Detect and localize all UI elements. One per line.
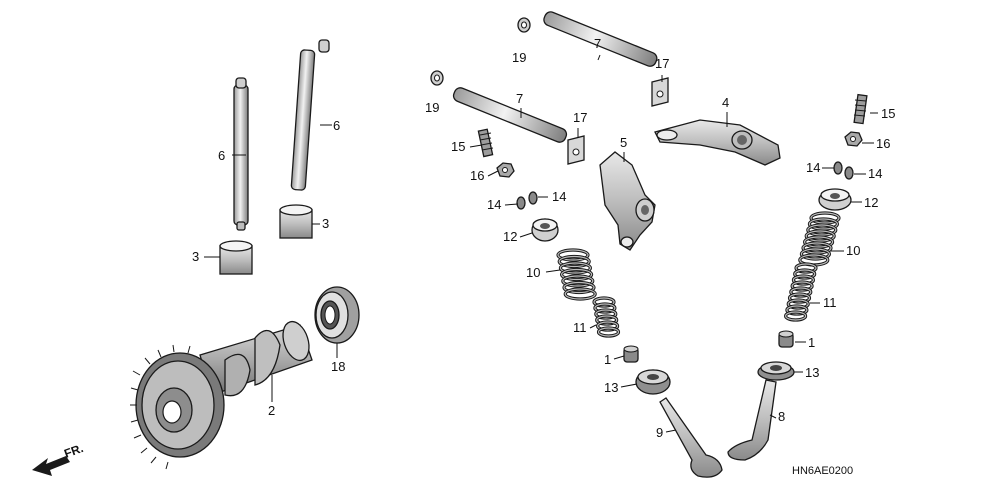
collar-lower — [219, 240, 253, 275]
callout-c14b: 14 — [552, 189, 566, 204]
adjust-screw-right — [853, 93, 868, 125]
callout-c13a: 13 — [604, 380, 618, 395]
callout-c15a: 15 — [451, 139, 465, 154]
callout-c9: 9 — [656, 425, 663, 440]
retainer-left — [531, 218, 559, 242]
leader-c15a — [469, 144, 483, 148]
rocker-arm-4 — [654, 119, 781, 166]
callout-c8: 8 — [778, 409, 785, 424]
rocker-arm-5 — [599, 151, 656, 251]
front-direction-arrow: FR. — [32, 441, 85, 476]
callout-c3a: 3 — [322, 216, 329, 231]
cotter-pair-right — [833, 161, 854, 180]
push-rod-right — [290, 39, 330, 191]
callout-c10a: 10 — [526, 265, 540, 280]
retainer-right — [818, 188, 852, 211]
valve-springs — [556, 211, 841, 338]
leader-c10a — [545, 269, 561, 273]
callout-c12b: 12 — [864, 195, 878, 210]
callout-c14d: 14 — [868, 166, 882, 181]
leader-c11a — [589, 324, 597, 329]
callout-c7b: 7 — [516, 91, 523, 106]
outer-spring-left — [556, 248, 597, 301]
clip-upper — [651, 77, 669, 107]
callout-c6b: 6 — [333, 118, 340, 133]
rocker-shaft-lower — [452, 87, 568, 143]
callout-c16b: 16 — [876, 136, 890, 151]
callout-c15b: 15 — [881, 106, 895, 121]
direction-label: FR. — [62, 441, 85, 461]
rocker-shaft-upper — [543, 11, 658, 67]
push-rod-left — [233, 77, 249, 231]
callout-c7a: 7 — [594, 36, 601, 51]
callout-c1b: 1 — [808, 335, 815, 350]
callout-c17b: 17 — [573, 110, 587, 125]
leader-c13a — [620, 383, 638, 388]
callout-c1a: 1 — [604, 352, 611, 367]
valve-intake — [727, 379, 777, 461]
callout-c18: 18 — [331, 359, 345, 374]
camshaft — [130, 320, 313, 470]
adjust-screw-left — [477, 128, 494, 158]
washer-lower — [430, 70, 444, 86]
lock-nut-right — [844, 131, 863, 147]
callout-c19a: 19 — [512, 50, 526, 65]
valve-exhaust — [659, 397, 723, 478]
outer-spring-right — [798, 211, 841, 267]
leader-c8 — [769, 414, 777, 419]
inner-spring-left — [592, 296, 621, 338]
diagram-code: HN6AE0200 — [792, 465, 853, 477]
leader-lines — [204, 54, 878, 433]
callout-c16a: 16 — [470, 168, 484, 183]
cotter-pair-left — [516, 191, 538, 210]
leader-c1a — [613, 355, 625, 360]
leader-c7a — [597, 54, 601, 61]
spring-seat-right — [757, 361, 795, 381]
callout-c2: 2 — [268, 403, 275, 418]
leader-c9 — [665, 429, 677, 433]
callout-c6a: 6 — [218, 148, 225, 163]
callout-c12a: 12 — [503, 229, 517, 244]
callout-c13b: 13 — [805, 365, 819, 380]
callout-c4: 4 — [722, 95, 729, 110]
collar-upper — [279, 204, 313, 239]
clip-lower — [567, 135, 585, 165]
callout-c5: 5 — [620, 135, 627, 150]
callout-c10b: 10 — [846, 243, 860, 258]
callout-c14a: 14 — [487, 197, 501, 212]
callout-c17a: 17 — [655, 56, 669, 71]
callout-c3b: 3 — [192, 249, 199, 264]
leader-c12a — [519, 232, 533, 238]
washer-upper — [517, 17, 531, 33]
leader-c14a — [504, 203, 519, 206]
callout-c11b: 11 — [823, 295, 837, 310]
spring-seat-left — [635, 369, 671, 395]
valve-seal-left — [623, 345, 639, 363]
callout-c14c: 14 — [806, 160, 820, 175]
lock-nut-left — [496, 162, 515, 178]
bearing — [314, 286, 360, 344]
inner-spring-right — [783, 262, 818, 322]
callout-c19b: 19 — [425, 100, 439, 115]
callout-c11a: 11 — [573, 320, 587, 335]
valve-seal-right — [778, 330, 794, 348]
leader-c16a — [487, 170, 499, 177]
